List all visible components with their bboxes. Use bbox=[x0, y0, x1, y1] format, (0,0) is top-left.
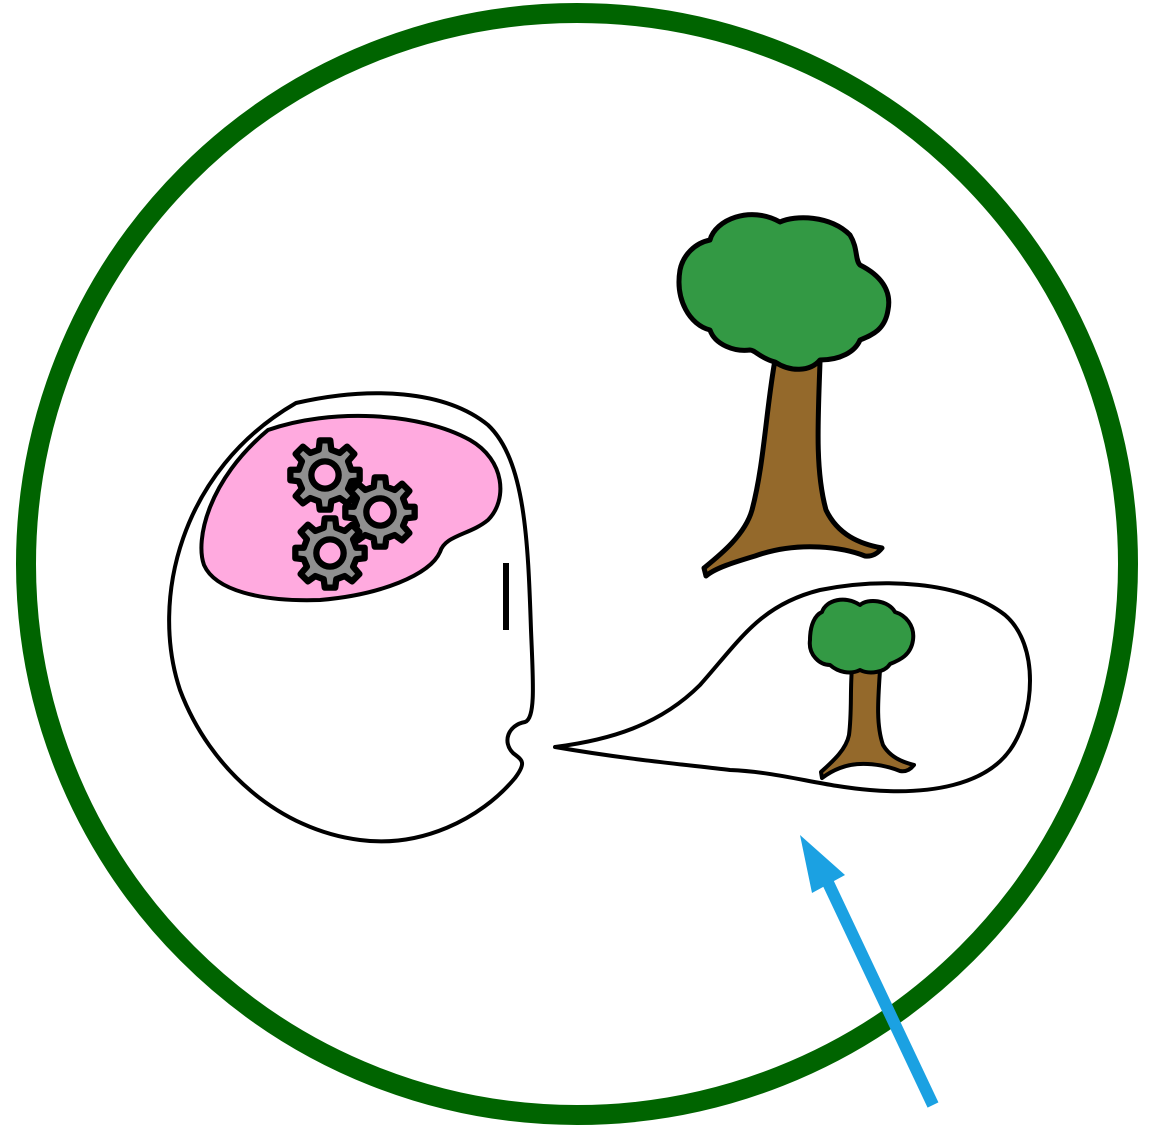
arrow-head bbox=[800, 835, 845, 893]
real-tree bbox=[679, 215, 889, 576]
tree-trunk bbox=[704, 360, 882, 576]
thought-bubble bbox=[555, 583, 1030, 791]
gear-icon bbox=[290, 440, 359, 509]
gear-icon bbox=[295, 518, 364, 587]
tree-foliage bbox=[679, 215, 889, 370]
